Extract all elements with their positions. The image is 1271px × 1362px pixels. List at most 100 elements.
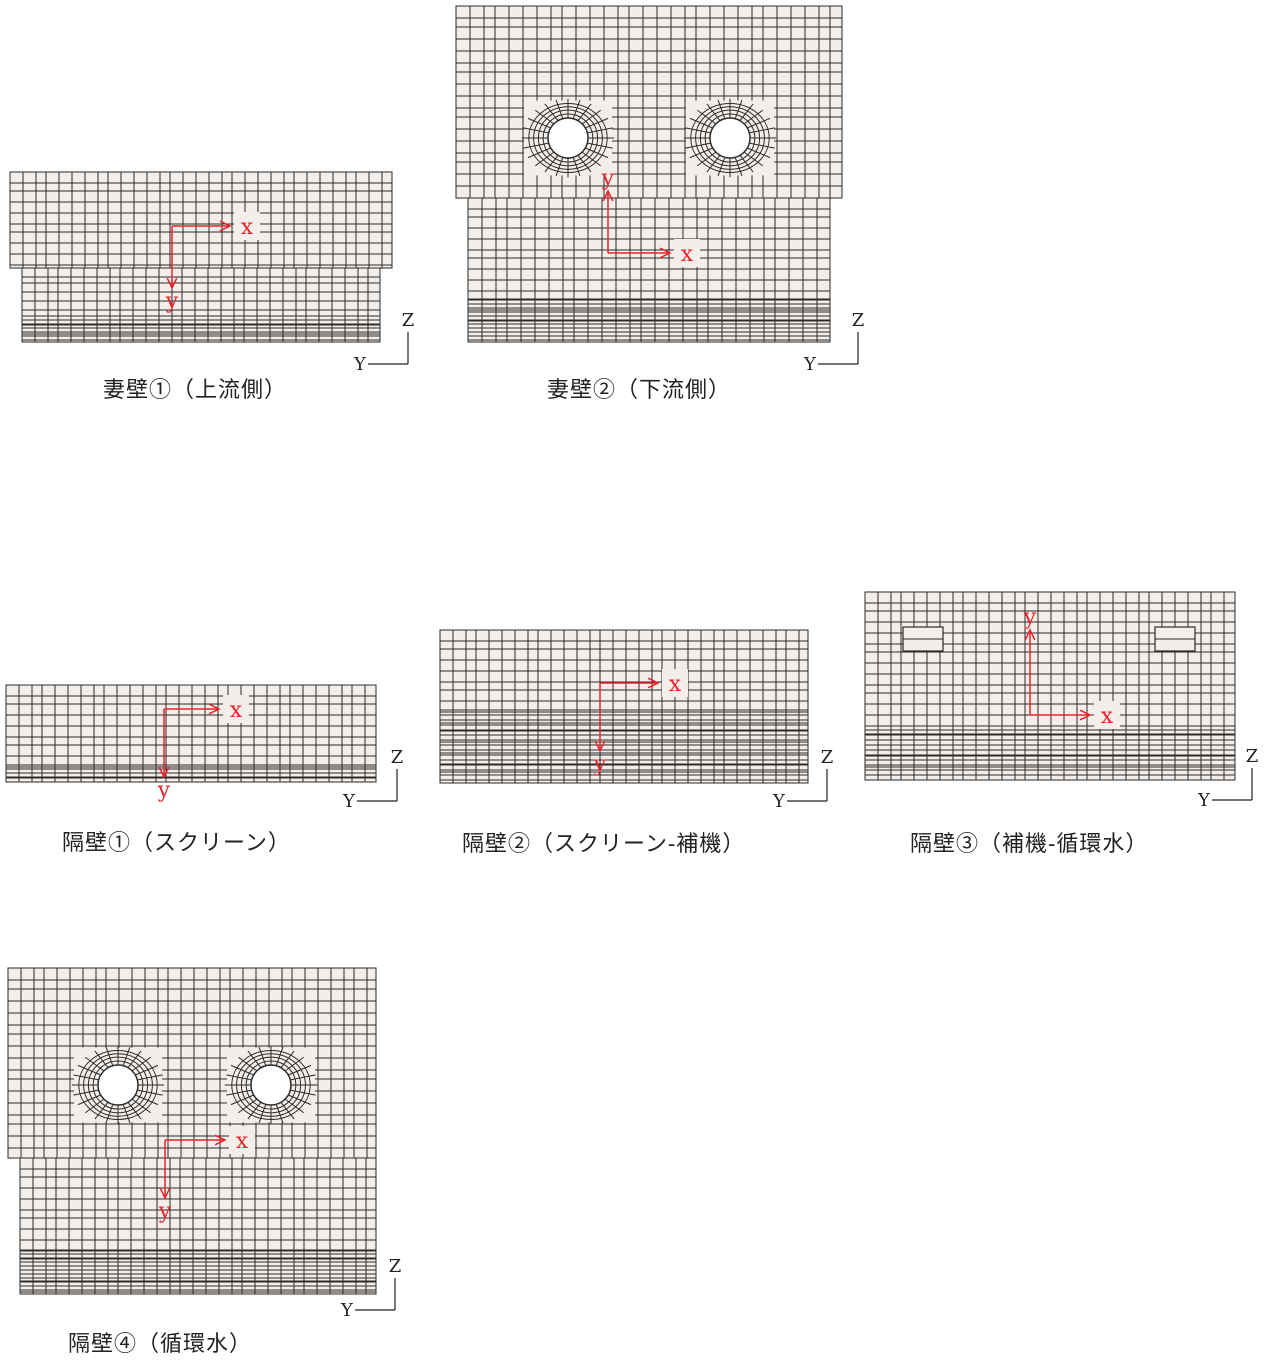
label-backing xyxy=(1094,701,1120,729)
local-y-label: y xyxy=(593,752,607,777)
radial-mesh-line xyxy=(135,1064,159,1076)
radial-mesh-line xyxy=(587,127,613,134)
panel-caption: 隔壁②（スクリーン-補機） xyxy=(462,832,746,857)
local-x-arrow-head xyxy=(659,247,672,259)
radial-mesh-line xyxy=(280,1050,295,1068)
panel-caption: 隔壁③（補機-循環水） xyxy=(910,832,1149,857)
circular-opening xyxy=(547,117,589,159)
radial-mesh-line xyxy=(290,1074,316,1081)
radial-mesh-line xyxy=(523,127,549,134)
radial-mesh-line xyxy=(288,1094,312,1106)
radial-mesh-line xyxy=(717,99,726,119)
label-backing xyxy=(234,212,260,240)
radial-mesh-line xyxy=(94,1050,109,1068)
radial-mesh-line xyxy=(85,1056,105,1072)
radial-mesh-line xyxy=(238,1098,258,1114)
radial-mesh-line xyxy=(135,1094,159,1106)
radial-mesh-line xyxy=(127,1050,142,1068)
radial-mesh-line xyxy=(523,142,549,149)
ring-mesh-line xyxy=(695,106,765,170)
label-backing xyxy=(674,239,700,267)
local-x-arrow-head xyxy=(214,1134,227,1146)
ring-mesh-line xyxy=(537,109,599,167)
radial-mesh-line xyxy=(73,1089,99,1096)
mesh-region xyxy=(9,171,393,269)
radial-mesh-line xyxy=(77,1094,101,1106)
radial-mesh-line xyxy=(105,1104,114,1124)
radial-mesh-line xyxy=(258,1104,267,1124)
local-x-arrow-head xyxy=(219,220,232,232)
global-z-label: Z xyxy=(852,310,865,331)
local-x-arrow-head xyxy=(1079,709,1092,721)
radial-mesh-line xyxy=(226,1074,252,1081)
radial-mesh-line xyxy=(275,1104,284,1124)
ring-mesh-line xyxy=(87,1056,149,1114)
radial-mesh-line xyxy=(743,151,763,167)
local-x-arrow-head xyxy=(647,677,660,689)
ring-mesh-line xyxy=(528,103,608,173)
radial-mesh-line xyxy=(749,142,775,149)
global-y-label: Y xyxy=(1197,790,1211,811)
radial-mesh-line xyxy=(275,1046,284,1066)
ring-mesh-line xyxy=(83,1053,153,1117)
radial-mesh-line xyxy=(689,117,713,129)
global-y-label: Y xyxy=(803,354,817,375)
local-y-arrow-head xyxy=(159,1187,171,1200)
radial-mesh-line xyxy=(247,1050,262,1068)
ring-mesh-line xyxy=(533,106,603,170)
local-y-arrow-head xyxy=(594,740,606,753)
radial-mesh-line xyxy=(734,157,743,177)
radial-mesh-line xyxy=(685,127,711,134)
mesh-region xyxy=(467,197,831,343)
panel-caption: 妻壁①（上流側） xyxy=(103,378,288,403)
radial-mesh-line xyxy=(743,109,763,125)
radial-mesh-line xyxy=(527,117,551,129)
local-x-label: x xyxy=(681,242,694,267)
ring-mesh-line xyxy=(699,109,761,167)
radial-mesh-line xyxy=(73,1074,99,1081)
radial-mesh-line xyxy=(131,1098,151,1114)
ring-mesh-line xyxy=(690,103,770,173)
mesh-region xyxy=(439,629,809,784)
radial-mesh-line xyxy=(122,1104,131,1124)
global-z-label: Z xyxy=(389,1256,402,1277)
ring-mesh-line xyxy=(704,113,756,163)
radial-mesh-line xyxy=(226,1089,252,1096)
ring-mesh-line xyxy=(236,1053,306,1117)
radial-mesh-line xyxy=(527,147,551,159)
radial-mesh-line xyxy=(739,155,754,173)
local-y-arrow-head xyxy=(1024,628,1036,641)
radial-mesh-line xyxy=(697,109,717,125)
radial-mesh-line xyxy=(706,103,721,121)
radial-mesh-line xyxy=(127,1102,142,1120)
global-z-label: Z xyxy=(821,747,834,768)
radial-mesh-line xyxy=(280,1102,295,1120)
local-x-label: x xyxy=(1101,704,1114,729)
radial-mesh-line xyxy=(77,1064,101,1076)
global-y-label: Y xyxy=(342,791,356,812)
radial-mesh-line xyxy=(747,147,771,159)
radial-mesh-line xyxy=(689,147,713,159)
radial-mesh-line xyxy=(544,155,559,173)
radial-mesh-line xyxy=(585,147,609,159)
radial-mesh-line xyxy=(706,155,721,173)
radial-mesh-line xyxy=(685,142,711,149)
ring-mesh-line xyxy=(92,1060,144,1110)
ring-mesh-line xyxy=(542,113,594,163)
radial-mesh-line xyxy=(535,109,555,125)
radial-mesh-line xyxy=(284,1056,304,1072)
radial-mesh-line xyxy=(131,1056,151,1072)
radial-mesh-line xyxy=(105,1046,114,1066)
ring-mesh-line xyxy=(78,1050,158,1120)
radial-mesh-line xyxy=(747,117,771,129)
panel-caption: 隔壁④（循環水） xyxy=(68,1332,253,1357)
global-z-label: Z xyxy=(402,310,415,331)
local-y-label: y xyxy=(157,778,171,803)
mesh-region xyxy=(7,967,377,1159)
